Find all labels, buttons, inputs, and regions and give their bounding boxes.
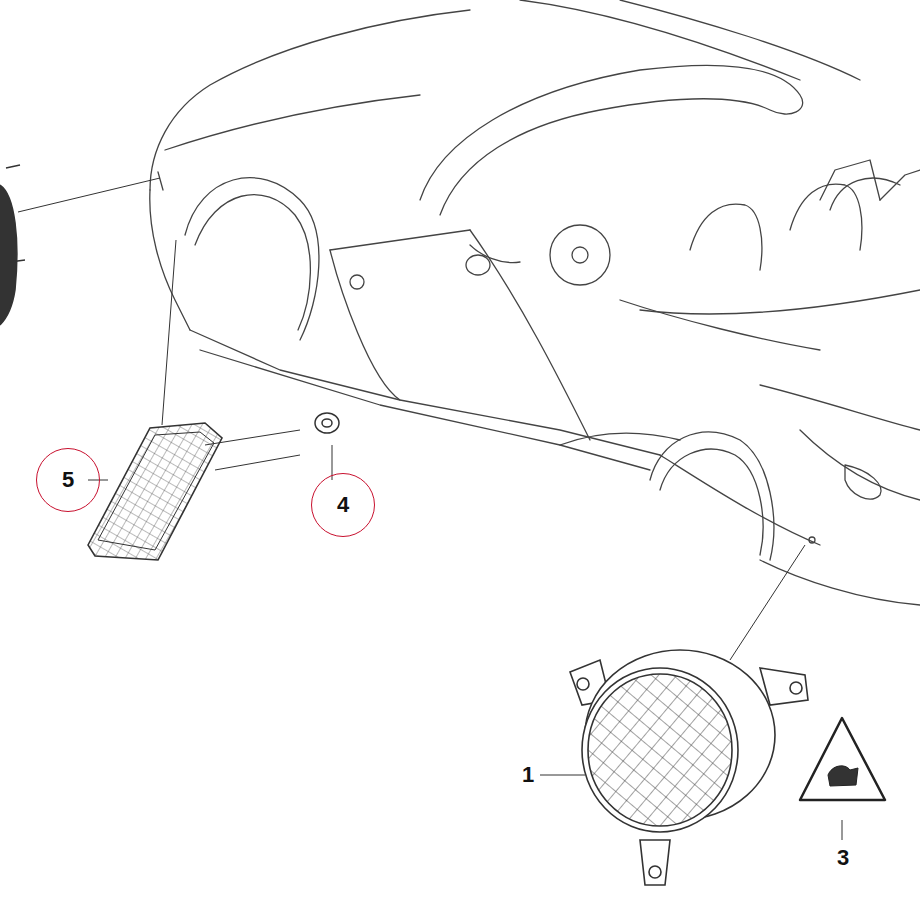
callout-circle: 4: [311, 473, 375, 537]
callout-number: 4: [337, 494, 349, 516]
callout-number: 1: [520, 763, 536, 787]
callout-circle: 5: [36, 448, 100, 512]
callout-number: 3: [835, 846, 851, 870]
callout-number: 5: [62, 469, 74, 491]
